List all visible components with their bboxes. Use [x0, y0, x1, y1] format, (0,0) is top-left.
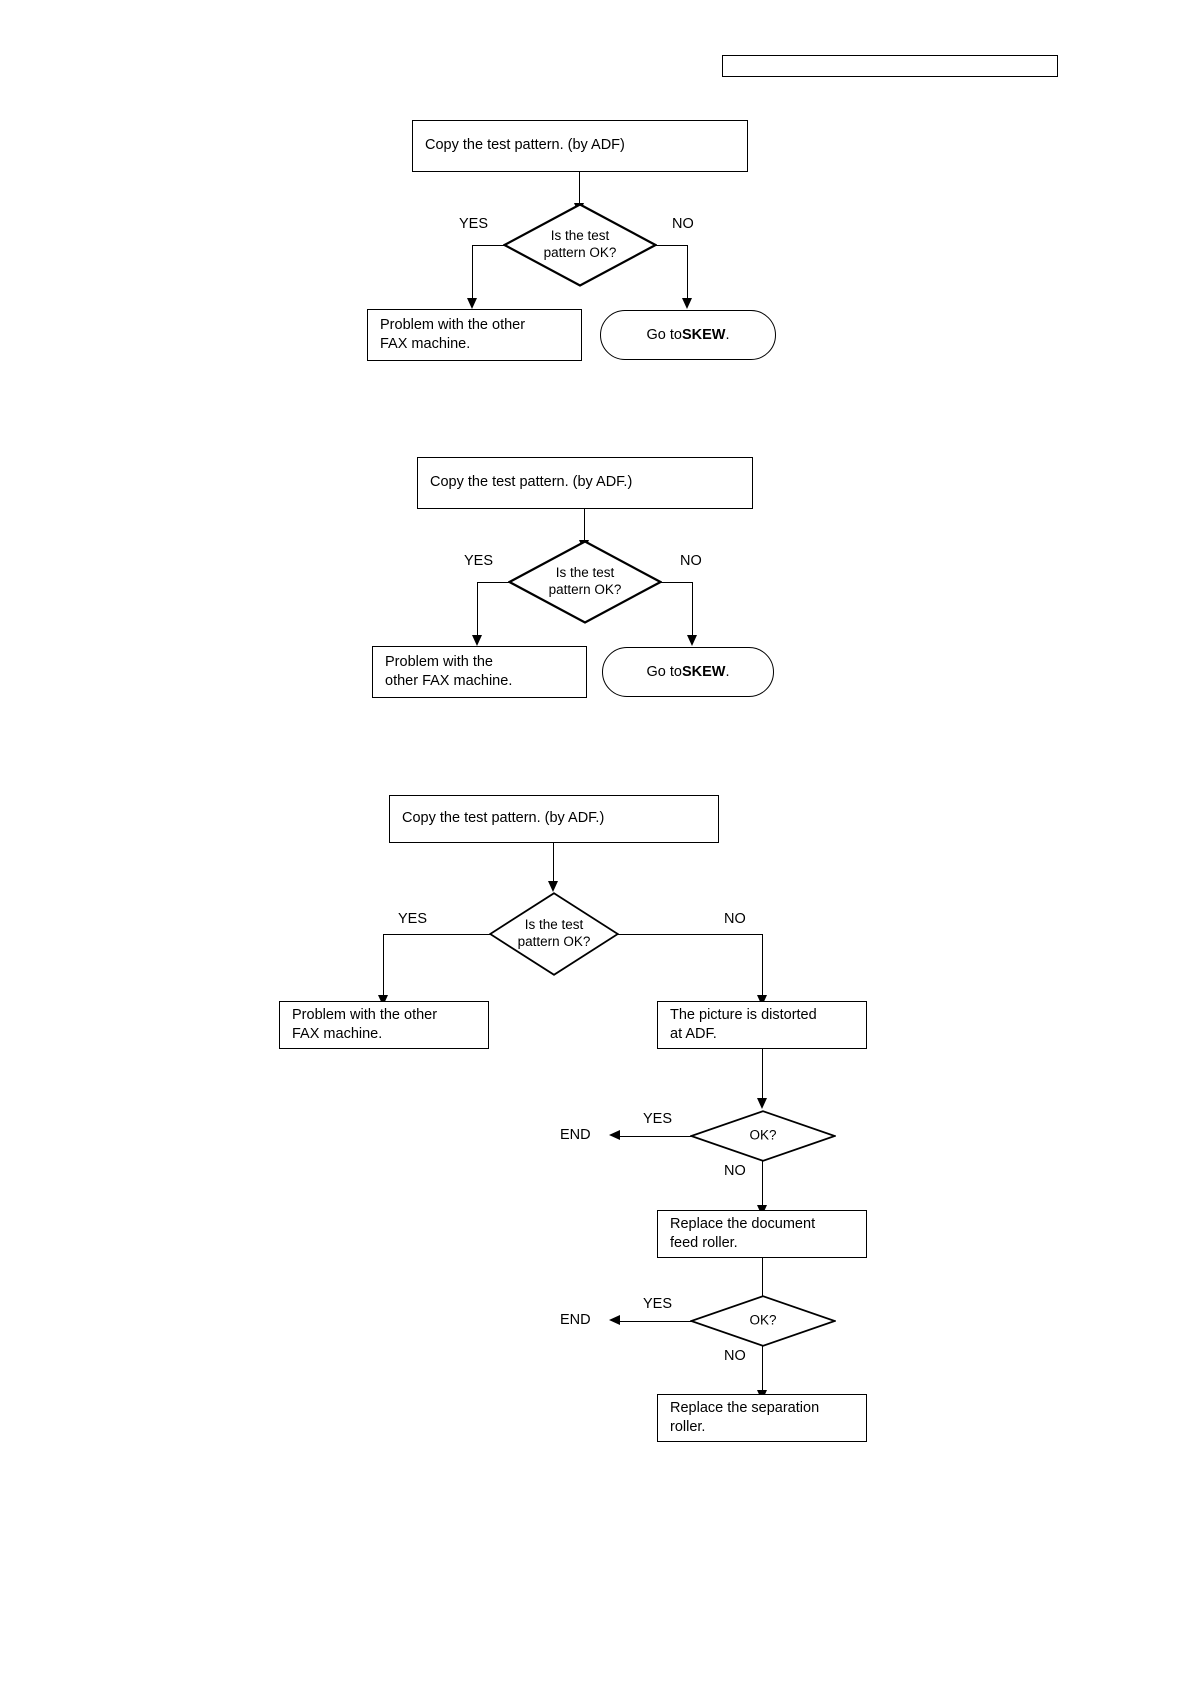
chart2-no-arrowhead [687, 635, 697, 646]
chart1-no-result-pill: Go to SKEW. [600, 310, 776, 360]
chart2-yes-label: YES [464, 553, 494, 569]
chart2-decision-diamond: Is the test pattern OK? [508, 540, 662, 624]
chart3-yes-line-v [383, 934, 384, 998]
chart3-connector-start-to-decision [553, 843, 554, 884]
diamond-shape-icon [690, 1110, 836, 1162]
chart2-start-box: Copy the test pattern. (by ADF.) [417, 457, 753, 509]
chart3-no-line-v [762, 934, 763, 998]
chart3-no-label: NO [724, 911, 746, 927]
chart3-no-result-box: The picture is distorted at ADF. [657, 1001, 867, 1049]
chart1-goto-suffix: . [725, 327, 730, 343]
chart3-yes-result-box: Problem with the other FAX machine. [279, 1001, 489, 1049]
chart1-yes-label: YES [459, 216, 489, 232]
chart3-step1-no-label: NO [724, 1163, 746, 1179]
chart3-step1-no-line [762, 1160, 763, 1208]
chart1-decision-diamond: Is the test pattern OK? [503, 203, 657, 287]
chart1-no-label: NO [672, 216, 694, 232]
chart2-yes-line-h [477, 582, 510, 583]
chart1-yes-result-box: Problem with the other FAX machine. [367, 309, 582, 361]
chart1-start-box: Copy the test pattern. (by ADF) [412, 120, 748, 172]
chart3-step1-yes-arrowhead [609, 1130, 620, 1140]
chart3-step2-connector [762, 1258, 763, 1308]
diamond-shape-icon [508, 540, 662, 624]
chart2-no-line-v [692, 582, 693, 638]
chart3-step2-yes-label: YES [643, 1296, 673, 1312]
chart3-step2-yes-arrowhead [609, 1315, 620, 1325]
diamond-shape-icon [489, 892, 619, 976]
chart3-step2-no-line [762, 1345, 763, 1393]
chart2-yes-result-box: Problem with the other FAX machine. [372, 646, 587, 698]
chart3-step1-arrowhead [757, 1098, 767, 1109]
chart3-step1-connector [762, 1049, 763, 1101]
chart1-no-line-v [687, 245, 688, 301]
chart3-step2-end-label: END [560, 1312, 591, 1328]
chart1-yes-line-h [472, 245, 505, 246]
chart1-yes-line-v [472, 245, 473, 301]
chart3-step2-action-box: Replace the separation roller. [657, 1394, 867, 1442]
chart2-yes-line-v [477, 582, 478, 638]
chart3-arrowhead-decision [548, 881, 558, 892]
chart2-goto-prefix: Go to [646, 664, 682, 680]
chart3-start-box: Copy the test pattern. (by ADF.) [389, 795, 719, 843]
chart1-yes-arrowhead [467, 298, 477, 309]
chart2-no-line-h [660, 582, 693, 583]
chart3-no-line-h [617, 934, 763, 935]
chart3-step1-yes-line [620, 1136, 692, 1137]
chart3-no-arrowhead [757, 995, 767, 1006]
chart1-connector-start-to-decision [579, 172, 580, 206]
chart1-no-arrowhead [682, 298, 692, 309]
chart3-decision-diamond: Is the test pattern OK? [489, 892, 619, 976]
chart3-step2-no-label: NO [724, 1348, 746, 1364]
chart1-goto-prefix: Go to [646, 327, 682, 343]
chart2-goto-target: SKEW [681, 664, 726, 680]
chart2-no-label: NO [680, 553, 702, 569]
chart2-goto-suffix: . [725, 664, 730, 680]
chart2-connector-start-to-decision [584, 509, 585, 543]
chart3-step2-yes-line [620, 1321, 692, 1322]
chart3-step1-decision-diamond: OK? [690, 1110, 836, 1162]
chart3-step1-end-label: END [560, 1127, 591, 1143]
chart1-no-line-h [655, 245, 688, 246]
chart3-step1-action-box: Replace the document feed roller. [657, 1210, 867, 1258]
chart3-yes-label: YES [398, 911, 428, 927]
chart3-yes-arrowhead [378, 995, 388, 1006]
chart3-yes-line-h [383, 934, 491, 935]
chart2-yes-arrowhead [472, 635, 482, 646]
diamond-shape-icon [690, 1295, 836, 1347]
header-banner-box [722, 55, 1058, 77]
chart3-step2-decision-diamond: OK? [690, 1295, 836, 1347]
diamond-shape-icon [503, 203, 657, 287]
chart1-goto-target: SKEW [681, 327, 726, 343]
chart3-step1-yes-label: YES [643, 1111, 673, 1127]
chart2-no-result-pill: Go to SKEW. [602, 647, 774, 697]
